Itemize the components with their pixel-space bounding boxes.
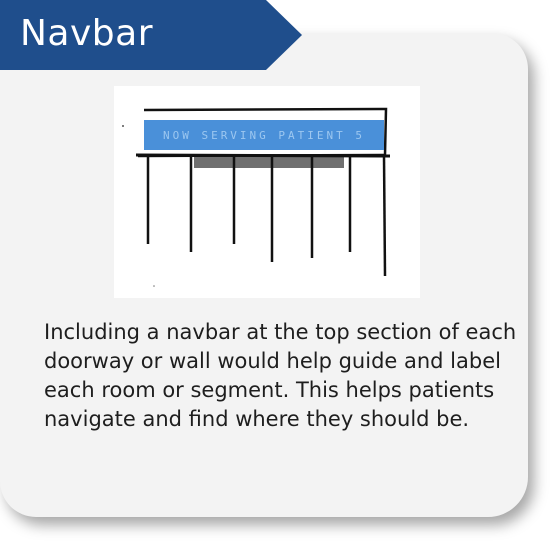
banner-title: Navbar (20, 13, 154, 54)
navbar-sketch-illustration: NOW SERVING PATIENT 5 (114, 86, 420, 298)
description-text: Including a navbar at the top section of… (44, 320, 517, 431)
sign-text: NOW SERVING PATIENT 5 (163, 129, 365, 142)
sign-ledge (135, 153, 391, 158)
sign-panel (144, 120, 384, 150)
wall-line (382, 155, 387, 277)
sign-shadow (194, 154, 344, 168)
sketch-mark (122, 125, 124, 127)
sketch-mark (153, 285, 155, 287)
title-banner: Navbar (0, 0, 302, 70)
navbar-sketch-svg: NOW SERVING PATIENT 5 (122, 107, 391, 287)
